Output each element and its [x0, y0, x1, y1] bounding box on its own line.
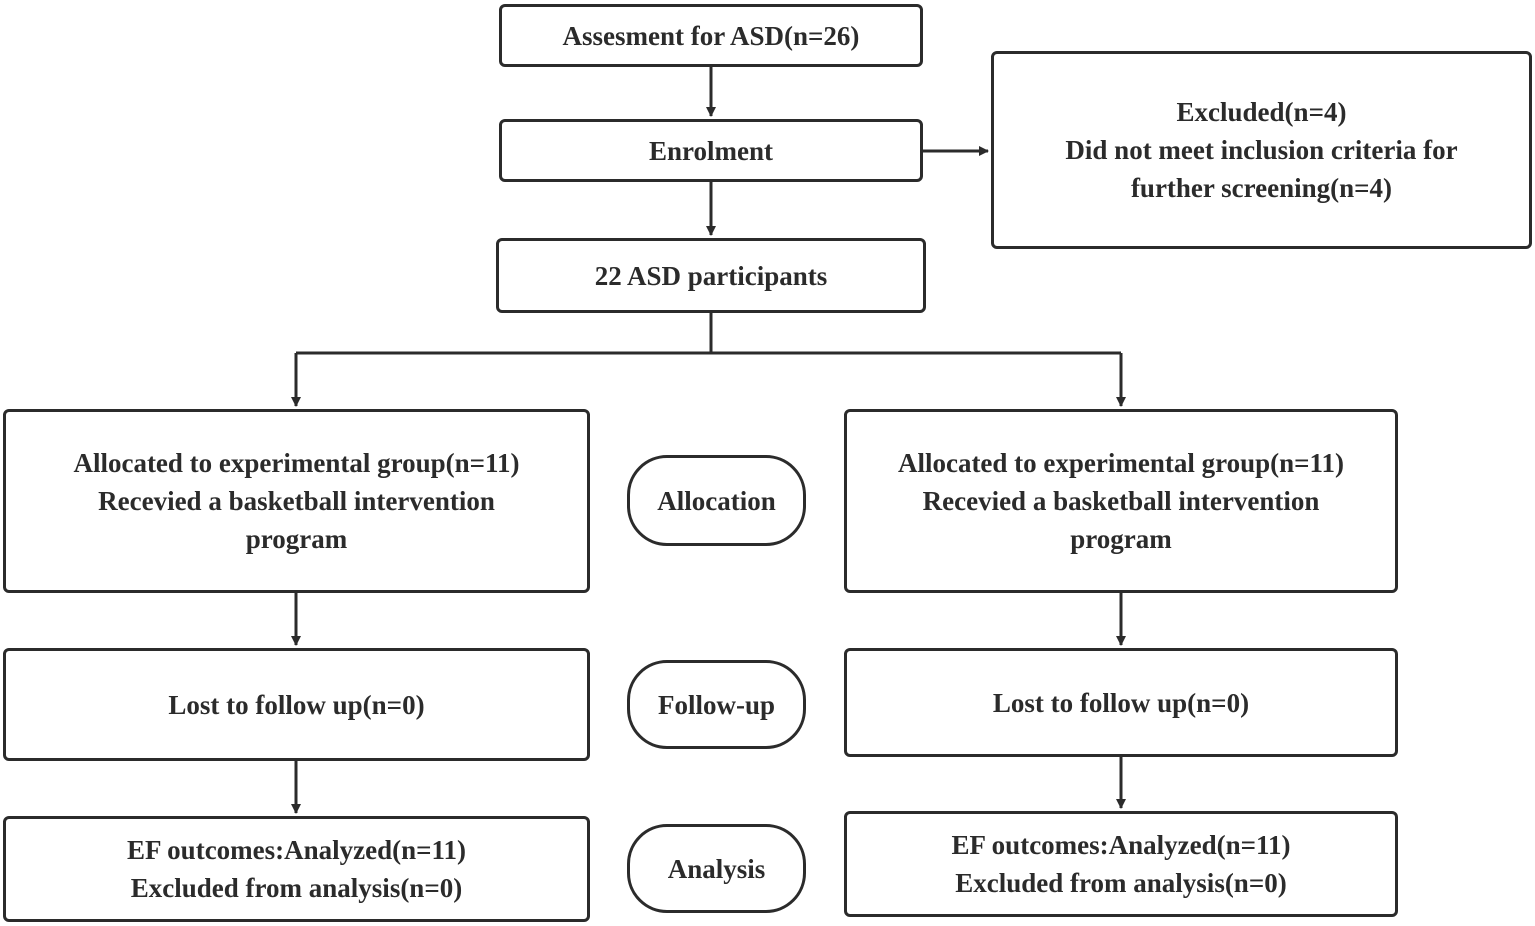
right-analysis-box: EF outcomes:Analyzed(n=11) Excluded from… — [844, 811, 1398, 917]
assessment-label: Assesment for ASD(n=26) — [562, 20, 860, 51]
left-followup-box: Lost to follow up(n=0) — [3, 648, 590, 761]
left-allocation-line1: Allocated to experimental group(n=11) — [73, 448, 520, 478]
left-followup-label: Lost to follow up(n=0) — [168, 689, 425, 720]
excluded-reason-line1: Did not meet inclusion criteria for — [1065, 135, 1458, 165]
enrolment-box: Enrolment — [499, 119, 923, 182]
assessment-box: Assesment for ASD(n=26) — [499, 4, 923, 67]
enrolment-label: Enrolment — [648, 135, 773, 166]
right-allocation-line3: program — [1070, 524, 1172, 554]
right-followup-box: Lost to follow up(n=0) — [844, 648, 1398, 757]
excluded-box: Excluded(n=4) Did not meet inclusion cri… — [991, 51, 1532, 249]
right-allocation-line1: Allocated to experimental group(n=11) — [897, 448, 1345, 478]
stage-allocation-label: Allocation — [657, 485, 776, 516]
excluded-reason-line2: further screening(n=4) — [1130, 173, 1393, 203]
participants-box: 22 ASD participants — [496, 238, 926, 313]
stage-allocation: Allocation — [627, 455, 806, 546]
right-analysis-line2: Excluded from analysis(n=0) — [955, 868, 1287, 898]
left-allocation-line2: Recevied a basketball intervention — [98, 486, 495, 516]
stage-followup: Follow-up — [627, 660, 806, 749]
stage-analysis: Analysis — [627, 824, 806, 913]
left-analysis-line2: Excluded from analysis(n=0) — [130, 873, 463, 903]
stage-analysis-label: Analysis — [667, 853, 766, 884]
right-followup-label: Lost to follow up(n=0) — [992, 687, 1250, 718]
right-analysis-line1: EF outcomes:Analyzed(n=11) — [951, 830, 1291, 860]
excluded-count: Excluded(n=4) — [1176, 97, 1347, 127]
participants-label: 22 ASD participants — [594, 260, 828, 291]
left-allocation-line3: program — [245, 524, 348, 554]
right-allocation-line2: Recevied a basketball intervention — [922, 486, 1320, 516]
right-allocation-box: Allocated to experimental group(n=11) Re… — [844, 409, 1398, 593]
left-analysis-box: EF outcomes:Analyzed(n=11) Excluded from… — [3, 816, 590, 922]
left-allocation-box: Allocated to experimental group(n=11) Re… — [3, 409, 590, 593]
split-connector — [296, 313, 713, 355]
left-analysis-line1: EF outcomes:Analyzed(n=11) — [126, 835, 467, 865]
stage-followup-label: Follow-up — [657, 689, 776, 720]
